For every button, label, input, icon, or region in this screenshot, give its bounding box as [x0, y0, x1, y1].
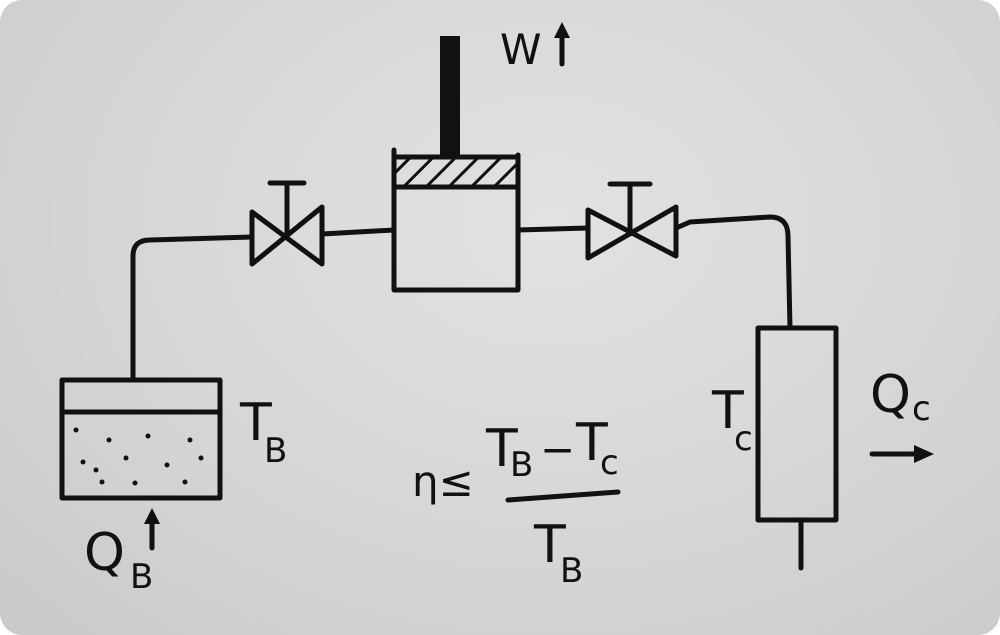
- heat-out-arrow-icon: [869, 445, 934, 463]
- reservoir-dots: [73, 427, 204, 486]
- denominator-temp: T: [533, 515, 566, 575]
- efficiency-symbol: η≤: [412, 457, 474, 506]
- hot-reservoir: [59, 377, 223, 501]
- hot-temp-subscript: B: [264, 431, 287, 471]
- numerator-cold-subscript: c: [600, 443, 619, 483]
- cold-condenser: [755, 325, 839, 571]
- heat-in-subscript: B: [130, 557, 153, 597]
- heat-out-subscript: c: [912, 389, 931, 429]
- efficiency-formula: η≤ T B − T c T B: [412, 413, 621, 591]
- piston: [391, 154, 521, 190]
- denominator-subscript: B: [560, 551, 583, 591]
- fraction-bar: [505, 489, 621, 503]
- piston-rod: [440, 36, 460, 158]
- numerator-cold-temp: T: [575, 413, 608, 473]
- work-arrow-icon: [554, 22, 570, 67]
- valve-left: [249, 180, 325, 267]
- hot-temp-label: T: [239, 393, 272, 453]
- heat-out-label: Q: [870, 365, 911, 425]
- work-label: W: [500, 25, 542, 74]
- numerator-minus: −: [540, 425, 575, 474]
- valve-right: [585, 181, 679, 261]
- cylinder: [391, 36, 521, 293]
- pipe-cold-left: [515, 225, 591, 233]
- pipe-hot-left: [130, 234, 255, 383]
- numerator-hot-temp: T: [485, 419, 518, 479]
- heat-in-arrow-icon: [144, 508, 160, 551]
- cold-temp-label: T: [711, 381, 744, 441]
- heat-in-label: Q: [84, 523, 125, 583]
- pipe-cold-right: [673, 214, 793, 331]
- pipe-hot-right: [319, 227, 397, 237]
- numerator-hot-subscript: B: [510, 445, 533, 485]
- cold-temp-subscript: c: [734, 419, 753, 459]
